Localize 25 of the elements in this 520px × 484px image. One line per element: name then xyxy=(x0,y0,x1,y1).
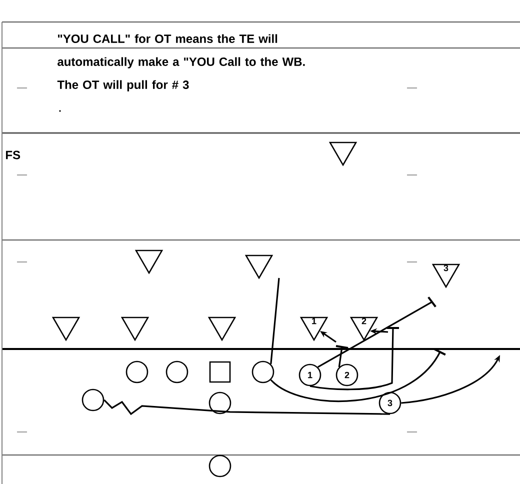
player-number: 2 xyxy=(362,318,366,324)
player-circle xyxy=(208,392,232,414)
player-number: 1 xyxy=(308,372,312,378)
player-number: 3 xyxy=(444,264,448,272)
player-circle xyxy=(252,360,274,384)
player-circle xyxy=(166,360,188,384)
dot: . xyxy=(59,110,61,112)
note-text: "YOU CALL" for OT means the TE will automatically make a "YOU Call to the WB. The OT will pull for # 3 xyxy=(57,34,305,92)
route-line xyxy=(310,328,394,390)
position-label: FS xyxy=(6,150,20,160)
player-circle xyxy=(336,364,358,386)
player-circle xyxy=(126,360,148,384)
player-circle xyxy=(208,454,232,478)
center-square xyxy=(209,361,231,383)
route-line xyxy=(317,301,432,368)
player-circle xyxy=(298,364,322,386)
player-number: 3 xyxy=(388,400,392,406)
route-line xyxy=(270,352,441,402)
route-line xyxy=(338,346,343,368)
route-line xyxy=(270,278,280,364)
route-line xyxy=(104,399,390,416)
player-circle xyxy=(82,388,104,412)
player-number: 1 xyxy=(312,318,316,324)
player-circle xyxy=(378,392,402,414)
player-number: 2 xyxy=(344,372,350,378)
